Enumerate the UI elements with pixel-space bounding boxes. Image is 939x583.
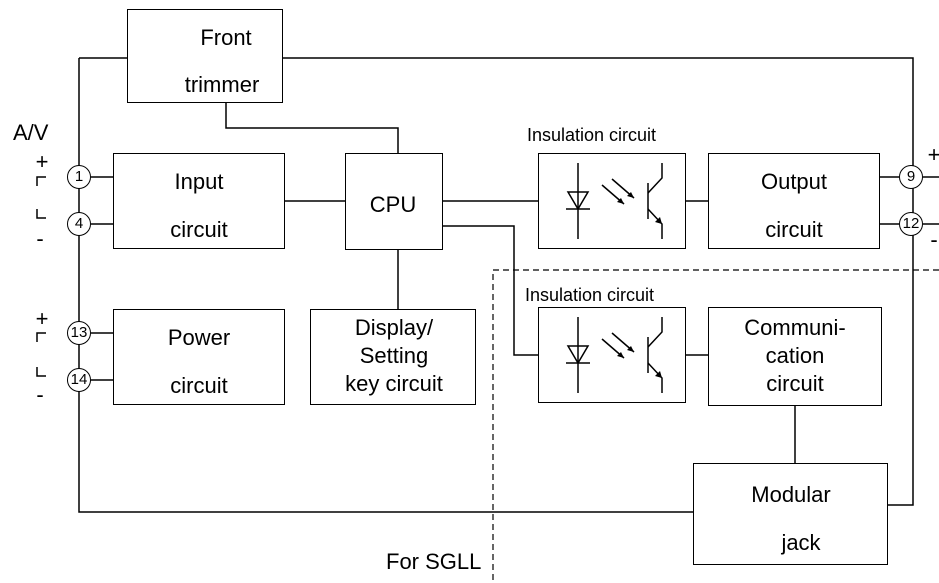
output-circuit-block <box>708 153 880 249</box>
insulation-circuit-block-2 <box>538 307 686 403</box>
terminal-1: 1 <box>67 165 91 189</box>
output-circuit-label-2: circuit <box>765 217 823 242</box>
power-minus-sign: - <box>36 382 44 407</box>
output-minus-sign: - <box>930 227 938 252</box>
right-bus-line <box>283 57 914 506</box>
power-circuit-label-1: Power <box>167 325 231 350</box>
terminal-9: 9 <box>899 165 923 189</box>
display-setting-label-2: Setting <box>359 343 429 368</box>
insulation-circuit-label-2: Insulation circuit <box>525 285 655 305</box>
input-circuit-block <box>113 153 285 249</box>
sgll-option-boundary <box>492 269 939 583</box>
power-plus-sign: + <box>35 306 49 331</box>
input-plus-sign: + <box>35 149 49 174</box>
front-trimmer-label-1: Front <box>200 25 252 50</box>
modular-jack-block <box>693 463 888 565</box>
cpu-label: CPU <box>369 192 417 217</box>
trimmer-cpu-line <box>225 103 399 155</box>
input-minus-sign: - <box>36 226 44 251</box>
insulation-circuit-label-1: Insulation circuit <box>527 125 657 145</box>
communication-circuit-label-1: Communi- <box>744 315 846 340</box>
terminal-4: 4 <box>67 212 91 236</box>
front-trimmer-block <box>127 9 283 103</box>
communication-circuit-block <box>708 307 882 406</box>
terminal-12: 12 <box>899 212 923 236</box>
display-setting-block <box>310 309 476 405</box>
input-circuit-label-1: Input <box>174 169 224 194</box>
communication-circuit-label-2: cation <box>765 343 825 368</box>
modular-jack-label-1: Modular <box>751 482 831 507</box>
power-circuit-block <box>113 309 285 405</box>
input-signal-label: A/V <box>13 120 49 145</box>
display-setting-label-1: Display/ <box>354 315 434 340</box>
front-trimmer-label-2: trimmer <box>184 72 260 97</box>
left-bus-line <box>78 58 693 513</box>
input-circuit-label-2: circuit <box>170 217 228 242</box>
terminal-14: 14 <box>67 368 91 392</box>
modular-jack-label-2: jack <box>781 530 821 555</box>
communication-circuit-label-3: circuit <box>766 371 824 396</box>
sgll-option-label: For SGLL <box>386 549 482 574</box>
output-circuit-label-1: Output <box>760 169 828 194</box>
cpu-block <box>345 153 443 250</box>
output-plus-sign: + <box>927 142 939 167</box>
insulation-circuit-block-1 <box>538 153 686 249</box>
power-circuit-label-2: circuit <box>170 373 228 398</box>
display-setting-label-3: key circuit <box>345 371 443 396</box>
terminal-13: 13 <box>67 321 91 345</box>
